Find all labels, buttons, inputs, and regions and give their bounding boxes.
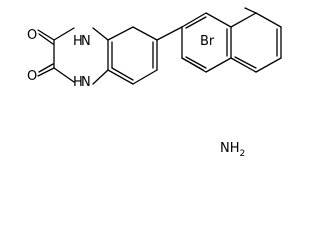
carbonyl-bond-bottom [37,63,55,77]
nh-top-h-label: H [73,34,83,49]
bromine-label: Br [200,34,215,49]
nh-bottom-n-label: N [81,75,91,90]
pyrazinedione-ring [53,27,109,85]
nh-bottom-h-label: H [73,75,83,90]
carbonyl-bond-top [37,29,55,45]
bromophenyl-outer-bonds [230,12,282,73]
oxygen-label-top: O [27,28,37,43]
chemical-structure: O O H N H N Br NH2 [27,7,282,157]
amine-label-subscript: 2 [240,149,246,157]
amine-label: NH2 [220,141,245,157]
fused-benzene-ring [107,26,158,85]
amine-label-main: NH [220,141,240,156]
nh-top-n-label: N [81,34,91,49]
benzylic-linker [156,26,183,59]
bromophenyl-ring [181,12,232,73]
bromine-bond [244,7,257,14]
oxygen-label-bottom: O [27,69,37,84]
